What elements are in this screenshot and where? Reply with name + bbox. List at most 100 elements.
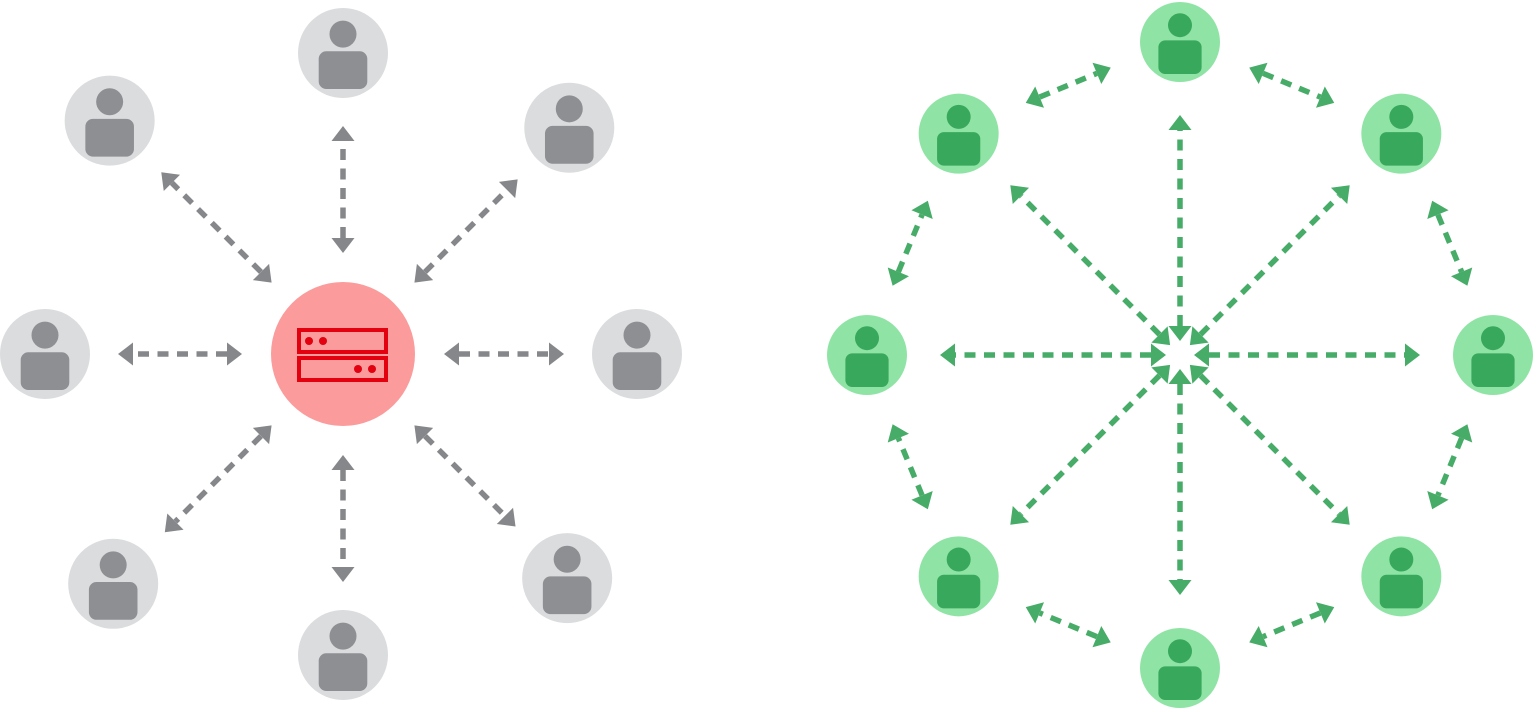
arrowhead [444,342,459,366]
arrowhead [1330,185,1350,205]
arrowhead [1025,602,1045,624]
peer-arrow [1025,62,1111,108]
user-icon [845,326,889,387]
arrowhead [331,238,355,253]
arrowhead [1010,185,1030,205]
dashed-connector-line [423,188,509,274]
arrowhead [1451,424,1473,443]
arrowhead [414,425,434,445]
dashed-connector-line [173,434,263,524]
user-icon [1379,104,1423,166]
arrowhead [887,267,909,286]
dashed-connector-line [1262,610,1322,640]
user-node [1453,315,1533,395]
dashed-connector-line [1435,437,1465,497]
radial-arrow [940,343,1166,367]
arrowhead [164,513,184,533]
peer-arrow [887,424,933,510]
user-node [0,309,90,399]
hub-user-arrow [118,342,242,366]
arrowhead [414,263,434,283]
user-node [524,82,615,173]
user-icon [20,321,70,390]
server-icon [297,328,388,382]
user-icon [937,104,981,166]
arrowhead [1168,580,1192,595]
user-node [298,8,388,98]
arrowhead [1168,326,1192,341]
arrowhead [331,455,355,470]
user-icon [1379,547,1423,609]
arrowhead [1151,364,1171,384]
arrowhead [1168,115,1192,130]
peer-arrow [887,200,933,286]
arrowhead [911,490,933,510]
arrowhead [1451,267,1473,286]
user-node [68,538,159,629]
arrowhead [940,343,955,367]
hub-user-arrow [414,179,518,283]
user-node [1361,93,1442,174]
user-node [827,315,907,395]
arrowhead [1151,326,1171,346]
dashed-connector-line [1435,213,1465,273]
arrowhead [1315,86,1335,108]
user-node [1140,628,1220,708]
user-icon [612,321,662,390]
arrowhead [1405,343,1420,367]
arrowhead [161,172,181,192]
dashed-connector-line [1262,70,1322,100]
user-icon [937,547,981,609]
user-node [64,75,155,166]
user-node [1361,536,1442,617]
user-icon [85,88,134,157]
hub-user-arrow [331,126,355,253]
arrowhead [911,200,933,220]
decentralized-network-diagram [827,2,1533,708]
peer-arrow [1249,62,1335,108]
dashed-connector-line [1198,373,1342,517]
dashed-connector-line [1198,193,1342,337]
dashed-connector-line [423,434,507,518]
arrowhead [1249,62,1268,84]
user-icon [542,545,592,615]
arrowhead [118,342,133,366]
peer-arrow [1427,424,1473,510]
dashed-connector-line [895,437,925,497]
user-icon [1471,326,1515,387]
radial-arrow [1168,369,1192,595]
user-icon [1158,13,1202,74]
arrowhead [1168,369,1192,384]
arrowhead [498,179,518,199]
peer-arrow [1427,200,1473,286]
arrowhead [1330,505,1350,525]
dashed-connector-line [1038,610,1098,640]
hub-user-arrow [161,172,272,283]
arrowhead [1249,626,1268,648]
radial-arrow [1194,343,1420,367]
user-node [918,93,999,174]
user-icon [544,95,594,164]
arrowhead [887,424,909,443]
user-node [298,610,388,700]
arrowhead [496,507,516,527]
arrowhead [1427,200,1449,220]
arrowhead [1189,364,1209,384]
arrowhead [1010,505,1030,525]
server-hub-node [271,282,415,426]
dashed-connector-line [1018,373,1162,517]
dashed-connector-line [1038,70,1098,100]
radial-arrow [1189,185,1350,346]
peer-arrow [1249,602,1335,648]
arrowhead [331,126,355,141]
hub-user-arrow [331,455,355,582]
user-icon [1158,639,1202,700]
arrowhead [331,567,355,582]
arrowhead [252,263,272,283]
peer-arrow [1025,602,1111,648]
arrowhead [1427,490,1449,510]
arrowhead [1151,343,1166,367]
user-icon [318,20,368,89]
user-node [1140,2,1220,82]
dashed-connector-line [1018,193,1162,337]
